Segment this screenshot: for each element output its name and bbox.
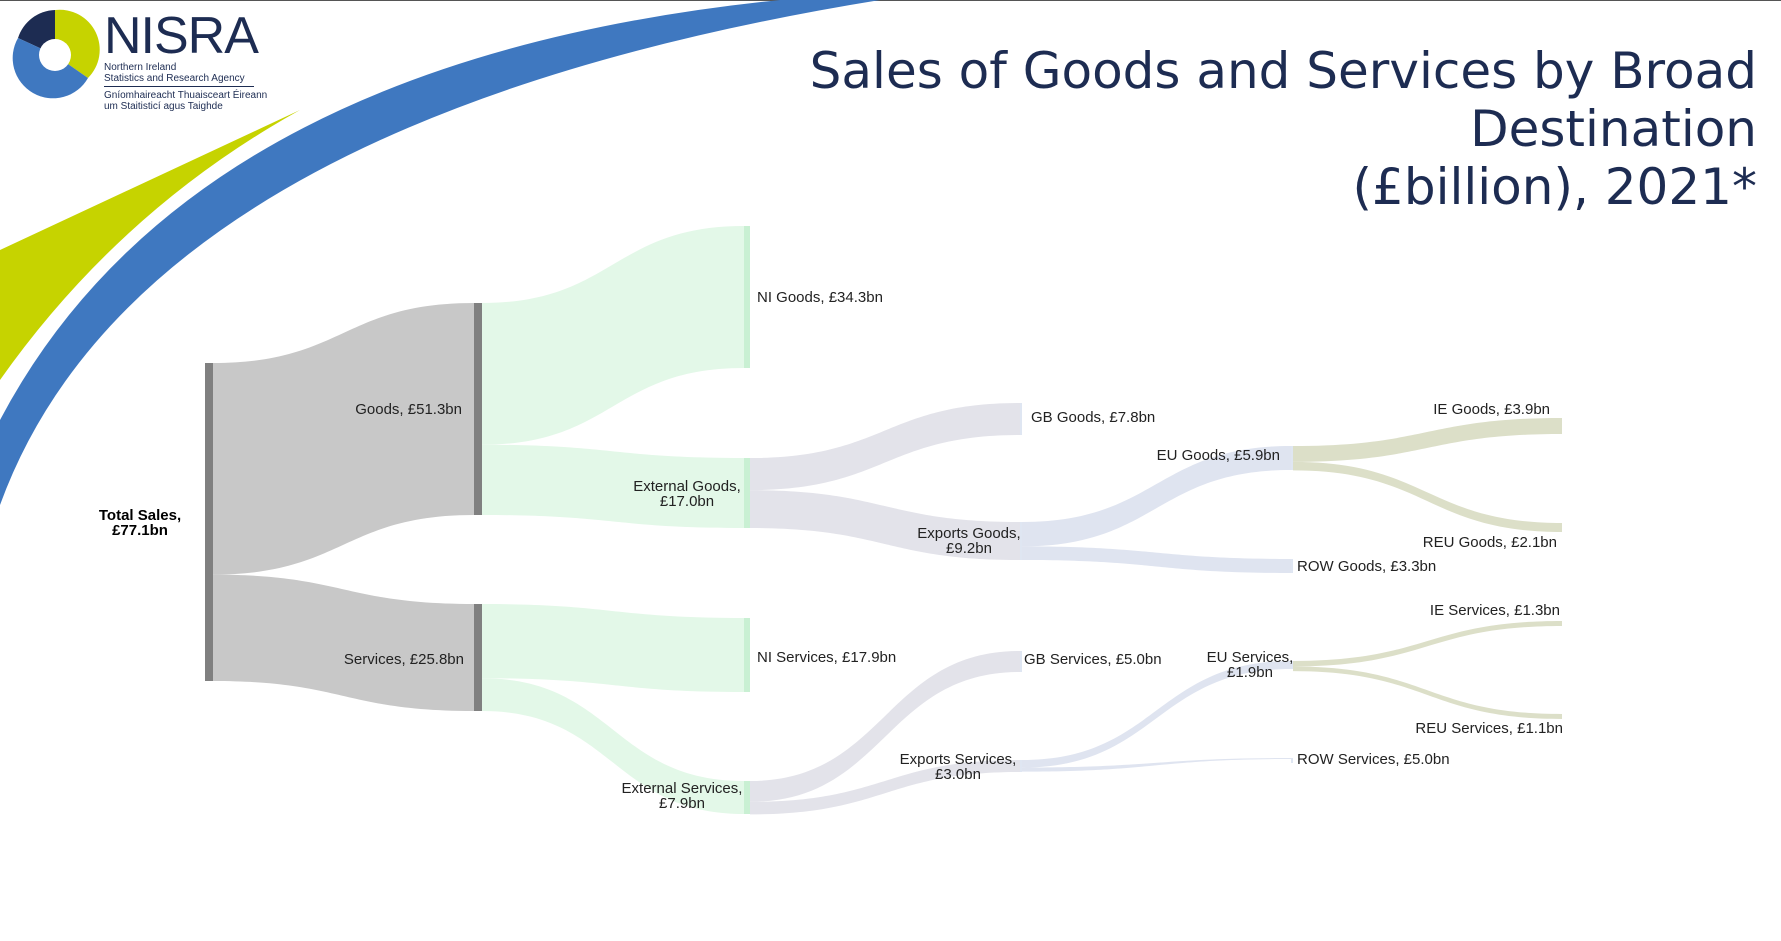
sankey-labels: Total Sales,£77.1bn Goods, £51.3bnService… [99,289,1563,812]
logo-wordmark: NISRA [104,7,259,65]
flow-eu_goods-to-reu_goods [1293,461,1562,532]
node-total [205,363,213,681]
flow-exp_goods-to-row_goods [1022,546,1291,573]
flow-services-to-ni_services [482,604,744,692]
flow-services-to-ext_services [482,678,744,814]
node-ni_services [744,618,750,692]
label-reu-goods: REU Goods, £2.1bn [1423,534,1557,551]
flow-ext_goods-to-exp_goods [750,490,1020,560]
node-row_services [1291,758,1293,763]
node-exp_services [1020,760,1022,772]
logo-divider [104,86,254,87]
node-ni_goods [744,226,750,368]
node-eu_services [1291,661,1293,669]
flow-total-to-services [213,574,474,711]
flow-exp_services-to-row_services [1022,758,1291,772]
label-total: Total Sales,£77.1bn [99,507,181,539]
label-exp-services: Exports Services,£3.0bn [900,751,1017,783]
node-ext_services [744,781,750,814]
sankey-nodes [205,226,1293,814]
title-line-2: (£billion), 2021* [1352,158,1757,216]
label-eu-services: EU Services,£1.9bn [1207,649,1294,681]
nisra-emblem-icon [12,9,100,99]
label-goods: Goods, £51.3bn [355,401,462,418]
flow-eu_services-to-ie_services [1293,621,1562,667]
flow-exp_goods-to-eu_goods [1022,446,1291,547]
label-row-services: ROW Services, £5.0bn [1297,751,1450,768]
page-title: Sales of Goods and Services by Broad Des… [557,42,1757,216]
label-ext-services: External Services,£7.9bn [622,780,743,812]
flow-ext_goods-to-gb_goods [750,403,1020,491]
label-reu-services: REU Services, £1.1bn [1415,720,1563,737]
logo-line-4: um Staitisticí agus Taighde [104,101,223,112]
flow-total-to-goods [213,303,474,575]
lime-swoosh [0,110,300,380]
flow-goods-to-ni_goods [482,226,744,445]
label-ni-goods: NI Goods, £34.3bn [757,289,883,306]
flow-ext_services-to-gb_services [750,651,1020,802]
node-row_goods [1291,559,1293,573]
node-gb_goods [1020,403,1022,435]
label-ext-goods: External Goods,£17.0bn [633,478,741,510]
label-services: Services, £25.8bn [344,651,464,668]
logo-line-2: Statistics and Research Agency [104,73,245,84]
label-ie-services: IE Services, £1.3bn [1430,602,1560,619]
label-eu-goods: EU Goods, £5.9bn [1157,447,1280,464]
label-gb-services: GB Services, £5.0bn [1024,651,1162,668]
label-ie-goods: IE Goods, £3.9bn [1433,401,1550,418]
flow-exp_services-to-eu_services [1022,661,1291,768]
label-ni-services: NI Services, £17.9bn [757,649,896,666]
node-gb_services [1020,651,1022,672]
flow-goods-to-ext_goods [482,444,744,528]
flow-ext_services-to-exp_services [750,760,1020,815]
node-services [474,604,482,711]
node-goods [474,303,482,515]
node-exp_goods [1020,522,1022,560]
node-ext_goods [744,458,750,528]
flow-eu_goods-to-ie_goods [1293,418,1562,462]
label-gb-goods: GB Goods, £7.8bn [1031,409,1155,426]
title-line-1: Sales of Goods and Services by Broad Des… [809,42,1757,158]
blue-swoosh [0,0,880,505]
label-exp-goods: Exports Goods,£9.2bn [917,525,1020,557]
logo-line-3: Gníomhaireacht Thuaisceart Éireann [104,90,268,101]
flow-eu_services-to-reu_services [1293,666,1562,719]
nisra-logo: NISRA Northern Ireland Statistics and Re… [8,7,278,128]
label-row-goods: ROW Goods, £3.3bn [1297,558,1436,575]
logo-line-1: Northern Ireland [104,62,177,73]
node-eu_goods [1291,446,1293,470]
top-rule [0,0,1781,1]
sankey-links [213,226,1562,815]
